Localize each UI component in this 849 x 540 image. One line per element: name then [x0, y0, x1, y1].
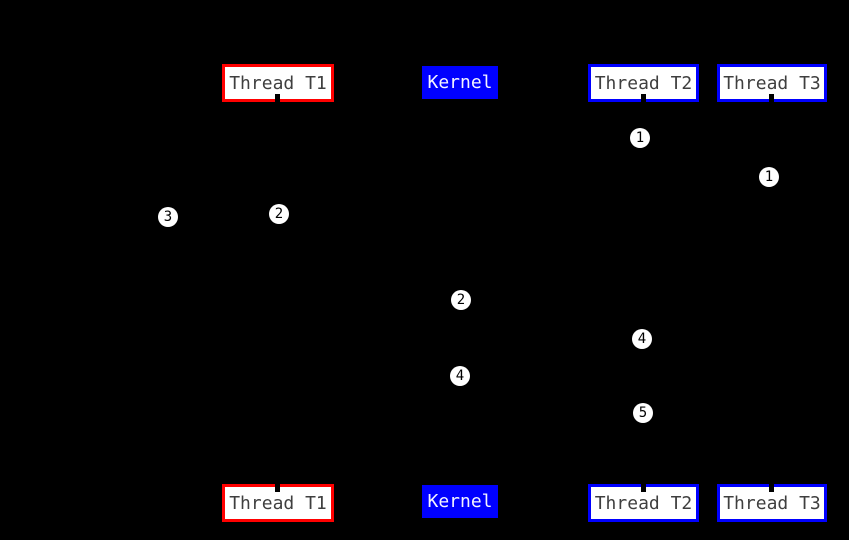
step-marker-2-kernel: 2 — [451, 290, 471, 310]
step-marker-1-t2: 1 — [630, 128, 650, 148]
thread-t2-label: Thread T2 — [594, 492, 693, 514]
step-marker-4-t2: 4 — [632, 329, 652, 349]
step-marker-1-t3: 1 — [759, 167, 779, 187]
step-marker-5-t2: 5 — [633, 403, 653, 423]
kernel-label: Kernel — [427, 72, 493, 93]
lifeline-stub-icon — [769, 484, 774, 492]
thread-t3-box-top: Thread T3 — [717, 64, 827, 102]
step-marker-2-t1: 2 — [269, 204, 289, 224]
kernel-box-top: Kernel — [422, 66, 498, 99]
kernel-box-bottom: Kernel — [422, 485, 498, 518]
lifeline-stub-icon — [640, 484, 646, 492]
thread-t2-box-top: Thread T2 — [588, 64, 699, 102]
thread-t1-label: Thread T1 — [229, 72, 327, 94]
thread-t2-box-bottom: Thread T2 — [588, 484, 699, 522]
thread-t2-label: Thread T2 — [594, 72, 693, 94]
thread-t3-box-bottom: Thread T3 — [717, 484, 827, 522]
thread-t3-label: Thread T3 — [723, 492, 821, 514]
lifeline-stub-icon — [275, 484, 280, 492]
thread-t1-label: Thread T1 — [229, 492, 327, 514]
step-marker-4-kernel: 4 — [450, 366, 470, 386]
step-marker-3-left: 3 — [158, 207, 178, 227]
thread-t1-box-bottom: Thread T1 — [222, 484, 334, 522]
lifeline-stub-icon — [275, 94, 280, 102]
kernel-label: Kernel — [427, 491, 493, 512]
thread-t3-label: Thread T3 — [723, 72, 821, 94]
thread-t1-box-top: Thread T1 — [222, 64, 334, 102]
lifeline-stub-icon — [640, 94, 646, 102]
lifeline-stub-icon — [769, 94, 774, 102]
